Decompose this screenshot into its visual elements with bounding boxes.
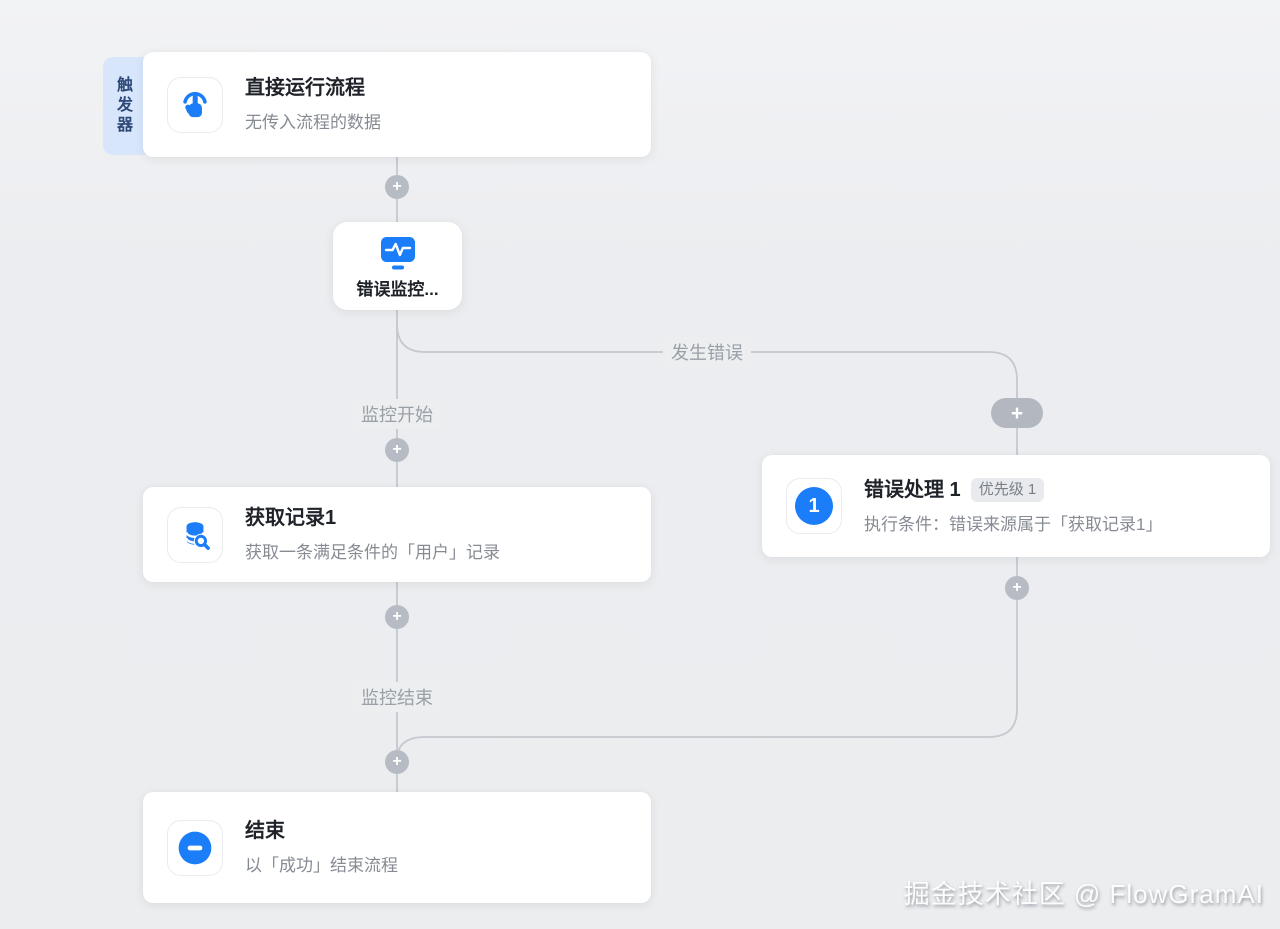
- node-error-handler[interactable]: 1 错误处理 1 优先级 1 执行条件：错误来源属于「获取记录1」: [762, 455, 1270, 557]
- error-handler-subtitle: 执行条件：错误来源属于「获取记录1」: [864, 514, 1163, 534]
- node-end[interactable]: 结束 以「成功」结束流程: [143, 792, 651, 903]
- get-record-subtitle: 获取一条满足条件的「用户」记录: [245, 543, 500, 562]
- error-handler-icon-box: 1: [786, 478, 842, 534]
- pulse-monitor-icon: [380, 237, 415, 270]
- end-icon-box: [167, 819, 223, 876]
- add-node-button-after-record[interactable]: +: [385, 605, 409, 629]
- add-node-button-monitor-start[interactable]: +: [385, 438, 409, 462]
- get-record-icon-box: [167, 506, 223, 563]
- database-search-icon: [185, 521, 210, 550]
- get-record-card-texts: 获取记录1 获取一条满足条件的「用户」记录: [245, 506, 500, 563]
- end-title: 结束: [245, 820, 285, 842]
- error-monitor-title: 错误监控...: [356, 280, 439, 299]
- edge-error-return: [396, 557, 1018, 761]
- error-handler-title-row: 错误处理 1 优先级 1: [864, 478, 1162, 503]
- trigger-subtitle: 无传入流程的数据: [245, 113, 381, 132]
- edge-label-monitor-start: 监控开始: [353, 399, 441, 429]
- node-trigger[interactable]: 直接运行流程 无传入流程的数据: [143, 52, 651, 157]
- tap-gesture-icon: [183, 91, 207, 117]
- add-node-button-after-error-handler[interactable]: +: [1005, 576, 1029, 600]
- error-handler-card-texts: 错误处理 1 优先级 1 执行条件：错误来源属于「获取记录1」: [864, 478, 1162, 535]
- trigger-card-texts: 直接运行流程 无传入流程的数据: [245, 76, 381, 133]
- stop-minus-icon: [178, 831, 212, 864]
- error-handler-title: 错误处理 1: [864, 478, 961, 501]
- add-node-button-before-end[interactable]: +: [385, 750, 409, 774]
- node-get-record[interactable]: 获取记录1 获取一条满足条件的「用户」记录: [143, 487, 651, 582]
- add-error-handler-button[interactable]: +: [991, 398, 1043, 428]
- edge-error-branch: [396, 323, 1018, 455]
- edge-label-monitor-end: 监控结束: [353, 682, 441, 712]
- trigger-icon-box: [167, 76, 223, 133]
- add-node-button-after-trigger[interactable]: +: [385, 175, 409, 199]
- number-1-icon: 1: [795, 487, 833, 525]
- node-error-monitor[interactable]: 错误监控...: [333, 222, 462, 310]
- end-subtitle: 以「成功」结束流程: [245, 856, 398, 875]
- trigger-group-label-text: 触发器: [114, 76, 131, 136]
- priority-badge: 优先级 1: [970, 478, 1045, 502]
- get-record-title: 获取记录1: [245, 507, 337, 529]
- end-card-texts: 结束 以「成功」结束流程: [245, 819, 398, 876]
- edge-label-error-branch: 发生错误: [663, 337, 751, 367]
- trigger-title: 直接运行流程: [245, 77, 365, 99]
